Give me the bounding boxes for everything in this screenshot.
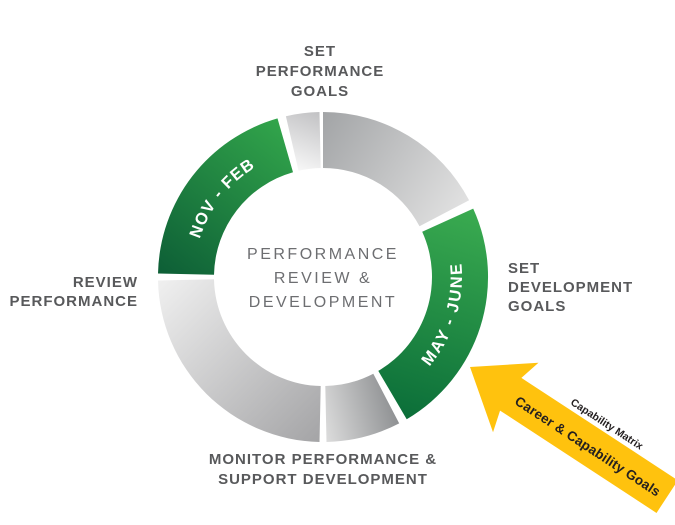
segment-review-performance bbox=[158, 279, 321, 442]
up-left-arrow-icon bbox=[470, 362, 675, 513]
label-line: PERFORMANCE bbox=[255, 63, 385, 80]
label-line: SUPPORT DEVELOPMENT bbox=[218, 470, 428, 488]
label-line: GOALS bbox=[508, 298, 567, 315]
center-title-line: DEVELOPMENT bbox=[248, 294, 398, 311]
label-line: GOALS bbox=[290, 83, 350, 100]
center-title-line: REVIEW & bbox=[273, 270, 373, 287]
label-line: REVIEW bbox=[72, 274, 138, 291]
donut-center-title: PERFORMANCE REVIEW & DEVELOPMENT bbox=[223, 243, 423, 315]
label-set-development-goals: SET DEVELOPMENT GOALS bbox=[508, 259, 668, 316]
label-review-performance: REVIEW PERFORMANCE bbox=[0, 273, 138, 311]
segment-set-performance-goals bbox=[323, 112, 470, 227]
segment-top-wedge bbox=[285, 112, 321, 171]
label-set-performance-goals: SET PERFORMANCE GOALS bbox=[195, 42, 445, 102]
label-line: PERFORMANCE bbox=[9, 293, 138, 310]
career-capability-arrow: Career & Capability Goals bbox=[470, 362, 675, 513]
label-line: SET bbox=[508, 260, 541, 277]
segment-monitor-performance bbox=[325, 373, 400, 442]
label-line: MONITOR PERFORMANCE & bbox=[208, 451, 438, 468]
label-line: SET bbox=[303, 43, 337, 60]
label-monitor-performance: MONITOR PERFORMANCE & SUPPORT DEVELOPMEN… bbox=[123, 450, 523, 489]
segment-may-june bbox=[378, 208, 489, 420]
center-title-line: PERFORMANCE bbox=[247, 246, 399, 263]
label-line: DEVELOPMENT bbox=[508, 279, 634, 296]
segment-nov-feb bbox=[158, 118, 293, 275]
